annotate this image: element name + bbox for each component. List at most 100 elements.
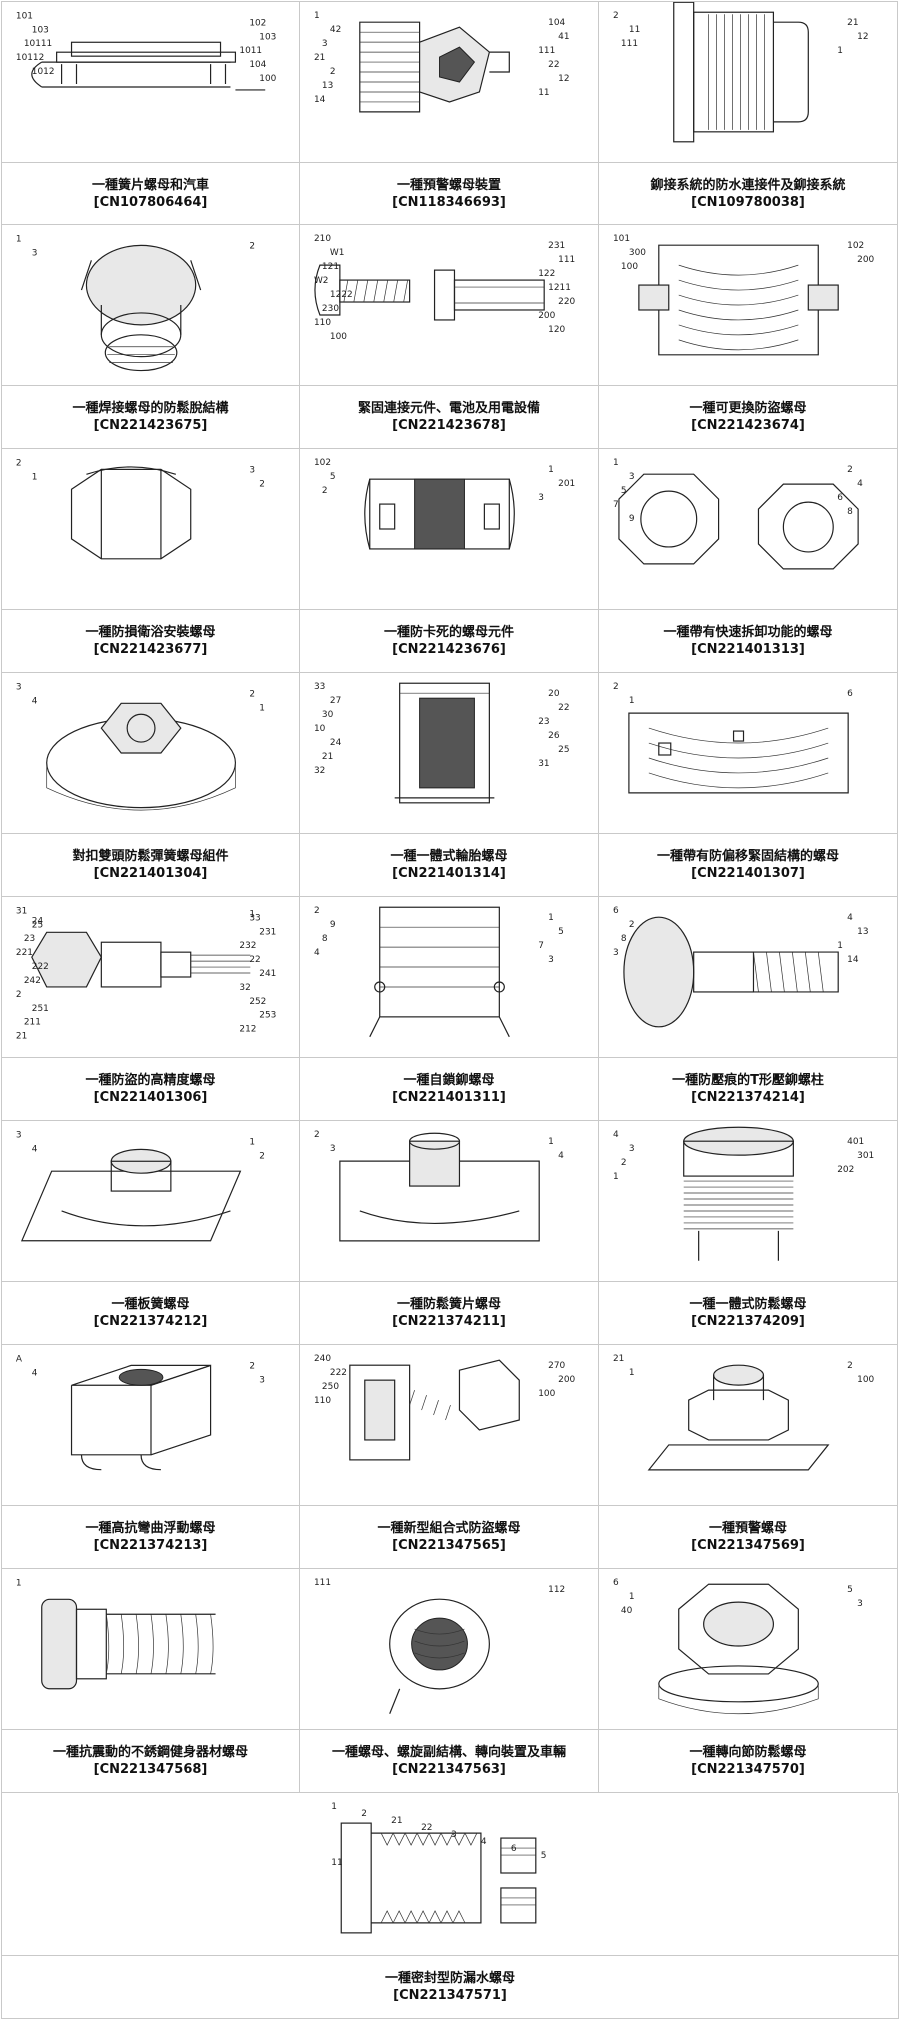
patent-caption: 一種帶有快速拆卸功能的螺母[CN221401313] [599,609,897,673]
reference-label: 11 [331,1858,342,1868]
reference-label: 1 [331,1802,337,1812]
reference-label: 401 [847,1137,864,1147]
patent-title: 對扣雙頭防鬆彈簧螺母組件 [72,849,229,864]
reference-label: 31 [538,759,549,769]
reference-label: 33 [314,682,325,692]
patent-number: [CN221423677] [93,642,208,657]
reference-label: 1 [548,465,554,475]
patent-caption: 一種防壓痕的T形壓鉚螺柱[CN221374214] [599,1057,897,1121]
reference-label: 1 [613,458,619,468]
reference-label: 102 [314,458,331,468]
reference-label: 122 [538,269,555,279]
reference-label: 2 [847,1361,853,1371]
patent-title: 一種螺母、螺旋副結構、轉向裝置及車輛 [331,1745,566,1760]
reference-label: 270 [548,1361,565,1371]
patent-number: [CN221347571] [393,1988,507,2003]
reference-label: 2 [249,1361,255,1371]
reference-label: 14 [847,955,859,965]
reference-label: 101 [16,11,33,21]
reference-label: 4 [613,1130,619,1140]
reference-label: 21 [314,53,325,63]
reference-label: 4 [32,1144,38,1154]
patent-number: [CN221347570] [691,1762,805,1777]
patent-title: 一種防盜的高精度螺母 [85,1073,216,1088]
reference-label: 5 [541,1851,547,1861]
patent-title: 一種可更換防盜螺母 [689,401,807,416]
reference-label: 5 [847,1585,853,1595]
reference-label: 251 [32,1004,49,1014]
reference-label: 222 [32,962,49,972]
reference-label: 12 [558,74,569,84]
patent-drawing: 1 [2,1569,299,1730]
reference-label: 8 [621,934,627,944]
reference-label: 200 [538,311,555,321]
reference-label: 1 [314,11,320,21]
reference-label: 1222 [330,290,353,300]
patent-title: 一種防壓痕的T形壓鉚螺柱 [672,1073,824,1088]
reference-label: 32 [239,983,250,993]
reference-label: 30 [322,710,334,720]
patent-number: [CN221423675] [93,418,208,433]
reference-label: 2 [847,465,853,475]
reference-label: 253 [259,1011,276,1021]
reference-label: 103 [259,32,276,42]
reference-label: 10 [314,724,326,734]
line-art-figure: 1 [16,1578,216,1690]
patent-title: 一種帶有快速拆卸功能的螺母 [663,625,833,640]
reference-label: 110 [314,318,331,328]
patent-caption: 一種簧片螺母和汽車[CN107806464] [2,162,299,226]
reference-label: 10112 [16,53,44,63]
reference-label: 1012 [32,67,55,77]
reference-label: 21 [16,1032,27,1042]
reference-label: 6 [613,1578,619,1588]
reference-label: 12 [857,32,868,42]
reference-label: 4 [857,479,863,489]
reference-label: 102 [249,18,266,28]
reference-label: 2 [314,1130,320,1140]
reference-label: 26 [548,731,560,741]
reference-label: 100 [621,262,638,272]
patent-title: 一種新型組合式防盜螺母 [377,1521,521,1536]
reference-label: 1 [16,234,22,244]
reference-label: 21 [613,1354,624,1364]
reference-label: 2 [249,689,255,699]
reference-label: 9 [629,514,635,524]
patent-title: 鉚接系統的防水連接件及鉚接系統 [650,178,846,193]
reference-label: 1 [629,1368,635,1378]
reference-label: 2 [259,1151,265,1161]
reference-label: 121 [322,262,339,272]
reference-label: 301 [857,1151,874,1161]
reference-label: 1 [837,46,843,56]
patent-number: [CN221401307] [691,866,805,881]
patent-title: 一種板簧螺母 [111,1297,190,1312]
reference-label: W2 [314,276,329,286]
patent-number: [CN109780038] [691,195,805,210]
